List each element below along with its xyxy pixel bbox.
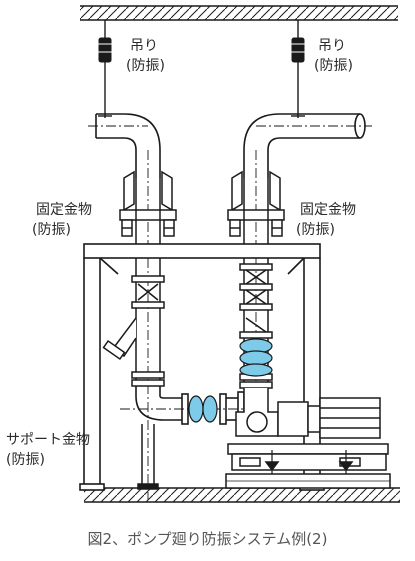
fixed-bracket-right <box>227 170 285 244</box>
label-hanger-right: 吊り (防振) <box>314 36 353 76</box>
label-fixture-right: 固定金物 (防振) <box>296 200 356 240</box>
label-line: 吊り <box>130 38 158 54</box>
figure-caption: 図2、ポンプ廻り防振システム例(2) <box>87 530 328 548</box>
left-riser-pipe <box>88 113 161 500</box>
pump-base <box>225 443 391 489</box>
label-line: (防振) <box>126 58 165 74</box>
label-line: 吊り <box>318 38 346 54</box>
hanger-right <box>290 20 306 118</box>
fixed-bracket-left <box>119 170 177 244</box>
pump-suction-pipe <box>120 386 250 427</box>
label-hanger-left: 吊り (防振) <box>126 36 165 76</box>
label-support: サポート金物 (防振) <box>6 430 90 470</box>
label-line: 固定金物 <box>300 202 356 218</box>
left-vertical-pipe <box>102 258 165 387</box>
label-line: (防振) <box>32 222 71 238</box>
flexible-joint-vertical <box>239 338 273 377</box>
label-fixture-left: 固定金物 (防振) <box>32 200 92 240</box>
ceiling-slab <box>80 5 398 21</box>
label-line: (防振) <box>296 222 335 238</box>
label-line: 固定金物 <box>36 202 92 218</box>
label-line: (防振) <box>6 452 45 468</box>
hanger-left <box>97 20 113 118</box>
flexible-joint-horizontal <box>188 395 218 423</box>
support-bracket <box>137 424 159 490</box>
label-line: (防振) <box>314 58 353 74</box>
label-line: サポート金物 <box>6 432 90 448</box>
floor-slab <box>84 487 400 503</box>
pump-unit <box>235 388 381 439</box>
